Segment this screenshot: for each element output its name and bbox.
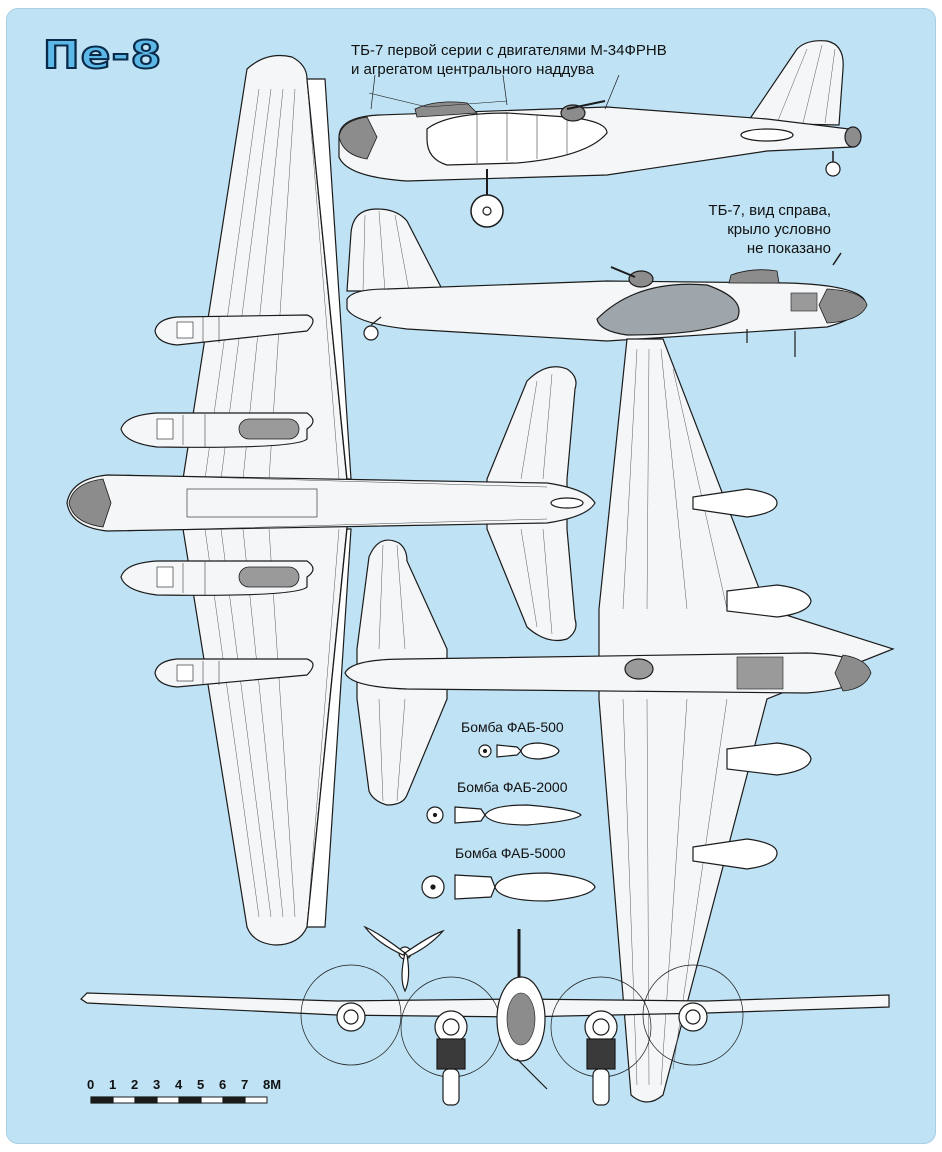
scale-tick-1: 1	[109, 1077, 117, 1092]
scale-tick-7: 7	[241, 1077, 249, 1092]
aircraft-drawing	[66, 40, 895, 1106]
bomb-label-fab-500: Бомба ФАБ-500	[461, 719, 564, 735]
caption-right-line3: не показано	[746, 240, 831, 257]
bomb-label-fab-2000: Бомба ФАБ-2000	[457, 779, 568, 795]
scale-tick-8: 8М	[263, 1077, 282, 1092]
side-view-first-series	[338, 40, 862, 228]
scale-tick-0: 0	[87, 1077, 95, 1092]
caption-right-line2: крыло условно	[727, 221, 831, 238]
bomb-fab-500	[478, 742, 560, 760]
bomb-fab-5000	[421, 872, 596, 902]
top-view	[66, 54, 596, 946]
caption-first-series: ТБ-7 первой серии с двигателями М-34ФРНВ…	[351, 41, 667, 79]
caption-first-series-line2: и агрегатом центрального наддува	[351, 61, 594, 78]
bottom-view	[344, 338, 895, 1103]
bomb-fab-2000	[426, 804, 582, 826]
caption-right-line1: ТБ-7, вид справа,	[708, 202, 831, 219]
front-view	[80, 925, 890, 1106]
scale-tick-6: 6	[219, 1077, 227, 1092]
caption-right-side-view: ТБ-7, вид справа, крыло условно не показ…	[708, 201, 831, 258]
scale-tick-4: 4	[175, 1077, 183, 1092]
side-view-right	[346, 208, 868, 357]
scale-bar	[90, 1096, 268, 1104]
scale-tick-2: 2	[131, 1077, 139, 1092]
caption-first-series-line1: ТБ-7 первой серии с двигателями М-34ФРНВ	[351, 42, 667, 59]
bomb-label-fab-5000: Бомба ФАБ-5000	[455, 845, 566, 861]
page-title: Пе-8	[42, 32, 163, 78]
scale-tick-5: 5	[197, 1077, 205, 1092]
drawing-sheet: Пе-8 ТБ-7 первой серии с двигателями М-3…	[6, 8, 936, 1144]
scale-tick-3: 3	[153, 1077, 161, 1092]
